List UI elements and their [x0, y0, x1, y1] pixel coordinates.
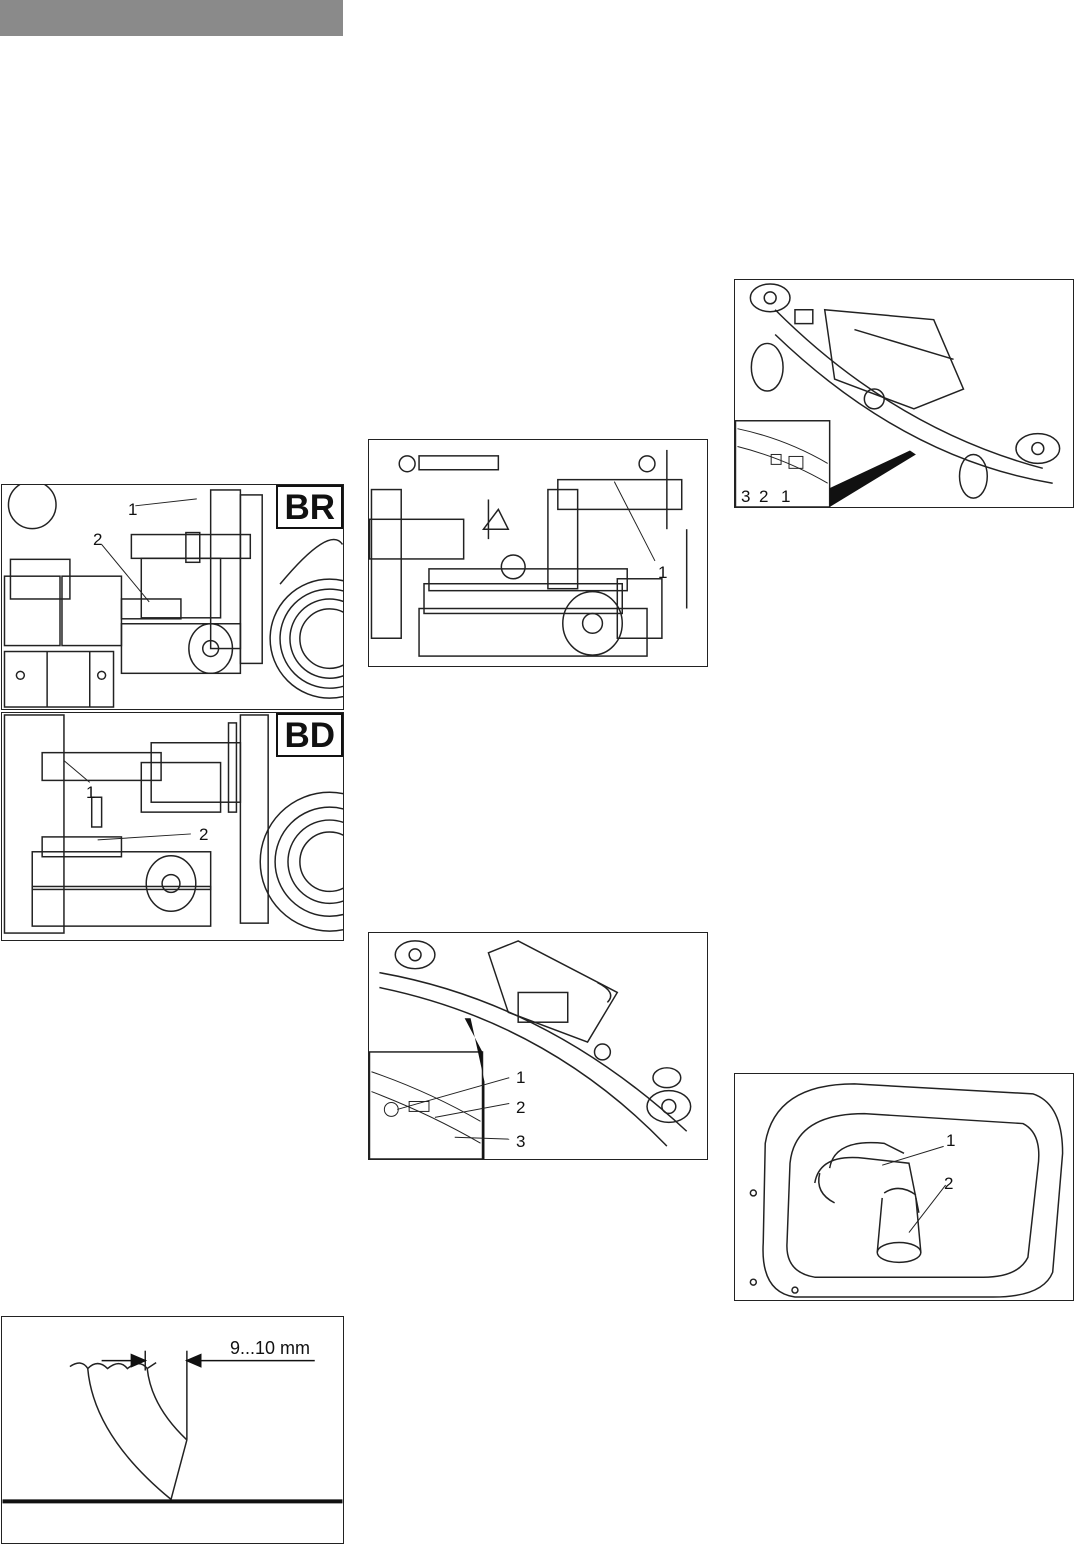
figure-tank-filter-drawing	[735, 1074, 1073, 1300]
callout-1: 1	[658, 564, 667, 581]
callout-3: 3	[741, 488, 750, 505]
callout-3: 3	[516, 1133, 525, 1150]
lip-dimension-label: 9...10 mm	[230, 1339, 310, 1357]
callout-2: 2	[944, 1175, 953, 1192]
figure-lip-profile: 9...10 mm	[1, 1316, 344, 1544]
figure-brush-adjustment: 1	[368, 439, 708, 667]
figure-br: 1 2 BR	[1, 484, 344, 710]
callout-1: 1	[86, 784, 95, 801]
callout-1: 1	[781, 488, 790, 505]
figure-squeegee-top-drawing	[369, 933, 707, 1159]
figure-brush-adjustment-drawing	[369, 440, 707, 666]
callout-1: 1	[516, 1069, 525, 1086]
model-badge-br: BR	[276, 485, 343, 529]
callout-2: 2	[759, 488, 768, 505]
section-header-bar	[0, 0, 343, 36]
figure-tank-filter: 1 2	[734, 1073, 1074, 1301]
callout-2: 2	[516, 1099, 525, 1116]
figure-squeegee-top: 1 2 3	[368, 932, 708, 1160]
callout-1: 1	[128, 501, 137, 518]
callout-1: 1	[946, 1132, 955, 1149]
figure-squeegee-bottom-drawing	[735, 280, 1073, 507]
figure-squeegee-bottom: 3 2 1	[734, 279, 1074, 508]
model-badge-bd: BD	[276, 713, 343, 757]
callout-2: 2	[93, 531, 102, 548]
callout-2: 2	[199, 826, 208, 843]
figure-bd: 1 2 BD	[1, 712, 344, 941]
